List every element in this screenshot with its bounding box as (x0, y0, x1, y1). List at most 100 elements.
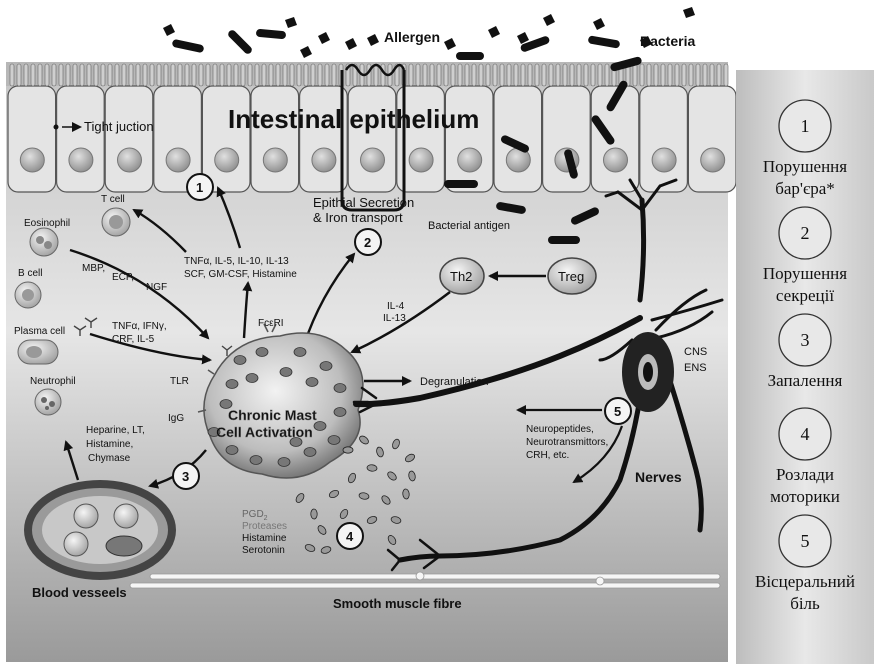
microvillus (668, 64, 672, 86)
epithelial-cell (543, 86, 591, 192)
granule (328, 436, 340, 445)
legend-number: 2 (801, 223, 810, 243)
microvillus (591, 64, 595, 86)
epithelial-nucleus (69, 148, 93, 172)
microvillus (647, 64, 651, 86)
epithelium-layer (8, 86, 736, 192)
epithelial-cell (688, 86, 736, 192)
microvillus (724, 64, 728, 86)
microvillus (654, 64, 658, 86)
granule (226, 380, 238, 389)
microvillus (227, 64, 231, 86)
microvillus (311, 64, 315, 86)
microvillus (549, 64, 553, 86)
marker-2: 2 (355, 229, 381, 255)
marker-5: 5 (605, 398, 631, 424)
microvillus (570, 64, 574, 86)
microvillus (269, 64, 273, 86)
epithelial-nucleus (312, 148, 336, 172)
microvillus (101, 64, 105, 86)
marker-3: 3 (173, 463, 199, 489)
granule (306, 378, 318, 387)
secretion-label-2: & Iron transport (313, 210, 403, 225)
granule (334, 384, 346, 393)
legend-number: 5 (801, 531, 810, 551)
microvillus (45, 64, 49, 86)
heparine-line1: Heparine, LT, (86, 425, 145, 436)
il4-label: IL-4 (387, 301, 405, 312)
blood-vessels-label: Blood vesseels (32, 585, 127, 600)
legend-number: 4 (801, 424, 810, 444)
microvillus (717, 64, 721, 86)
microvillus (458, 64, 462, 86)
microvillus (94, 64, 98, 86)
proteases-label: Proteases (242, 521, 287, 532)
microvillus (521, 64, 525, 86)
epithelial-cell (202, 86, 250, 192)
cytokines-line1: TNFα, IL-5, IL-10, IL-13 (184, 256, 289, 267)
tlr-label: TLR (170, 376, 189, 387)
epithelial-cell (300, 86, 348, 192)
microvillus (122, 64, 126, 86)
bacteria-label: Bacteria (640, 33, 695, 49)
microvillus (283, 64, 287, 86)
granule (304, 448, 316, 457)
cns-label: CNS (684, 346, 707, 358)
microvillus (52, 64, 56, 86)
microvillus (696, 64, 700, 86)
epithelial-nucleus (361, 148, 385, 172)
legend-label: біль (790, 594, 820, 613)
neuropeptides-label: Neuropeptides, (526, 424, 594, 435)
microvillus (479, 64, 483, 86)
microvillus (31, 64, 35, 86)
epithelial-nucleus (458, 148, 482, 172)
microvillus (409, 64, 413, 86)
microvillus (332, 64, 336, 86)
microvillus (318, 64, 322, 86)
marker-1: 1 (187, 174, 213, 200)
tnfa-ifng-label: TNFα, IFNγ, (112, 321, 167, 332)
epithelial-nucleus (215, 148, 239, 172)
released-granule (343, 447, 353, 453)
microvillus (59, 64, 63, 86)
microvillus (255, 64, 259, 86)
svg-text:Plasma cell: Plasma cell (14, 326, 65, 337)
granule (246, 374, 258, 383)
microvillus (675, 64, 679, 86)
legend-label: секреції (776, 286, 834, 305)
legend-label: Порушення (763, 157, 847, 176)
legend-label: Розлади (776, 465, 834, 484)
microvillus (185, 64, 189, 86)
released-granule (311, 509, 318, 519)
microvillus (115, 64, 119, 86)
neuron-body (622, 332, 674, 412)
microvillus (248, 64, 252, 86)
epithelial-nucleus (409, 148, 433, 172)
microvillus (374, 64, 378, 86)
epithelial-cell (640, 86, 688, 192)
microvillus (507, 64, 511, 86)
legend-label: Вісцеральний (755, 572, 855, 591)
microvillus (500, 64, 504, 86)
histamine-label: Histamine (242, 533, 287, 544)
microvillus (129, 64, 133, 86)
microvillus (38, 64, 42, 86)
epithelium-title: Intestinal epithelium (228, 104, 479, 134)
svg-text:Neutrophil: Neutrophil (30, 376, 76, 387)
legend-label: моторики (770, 487, 840, 506)
granule (278, 458, 290, 467)
smooth-muscle-label: Smooth muscle fibre (333, 596, 462, 611)
th2-cell: Th2 (440, 258, 484, 294)
microvillus (577, 64, 581, 86)
microvillus (304, 64, 308, 86)
microvillus (234, 64, 238, 86)
fceri-label: FcεRI (258, 318, 284, 329)
microvillus (661, 64, 665, 86)
microvillus (444, 64, 448, 86)
microvillus (206, 64, 210, 86)
microvillus (710, 64, 714, 86)
microvillus (556, 64, 560, 86)
svg-text:Eosinophil: Eosinophil (24, 218, 70, 229)
microvillus (703, 64, 707, 86)
epithelial-cell (251, 86, 299, 192)
